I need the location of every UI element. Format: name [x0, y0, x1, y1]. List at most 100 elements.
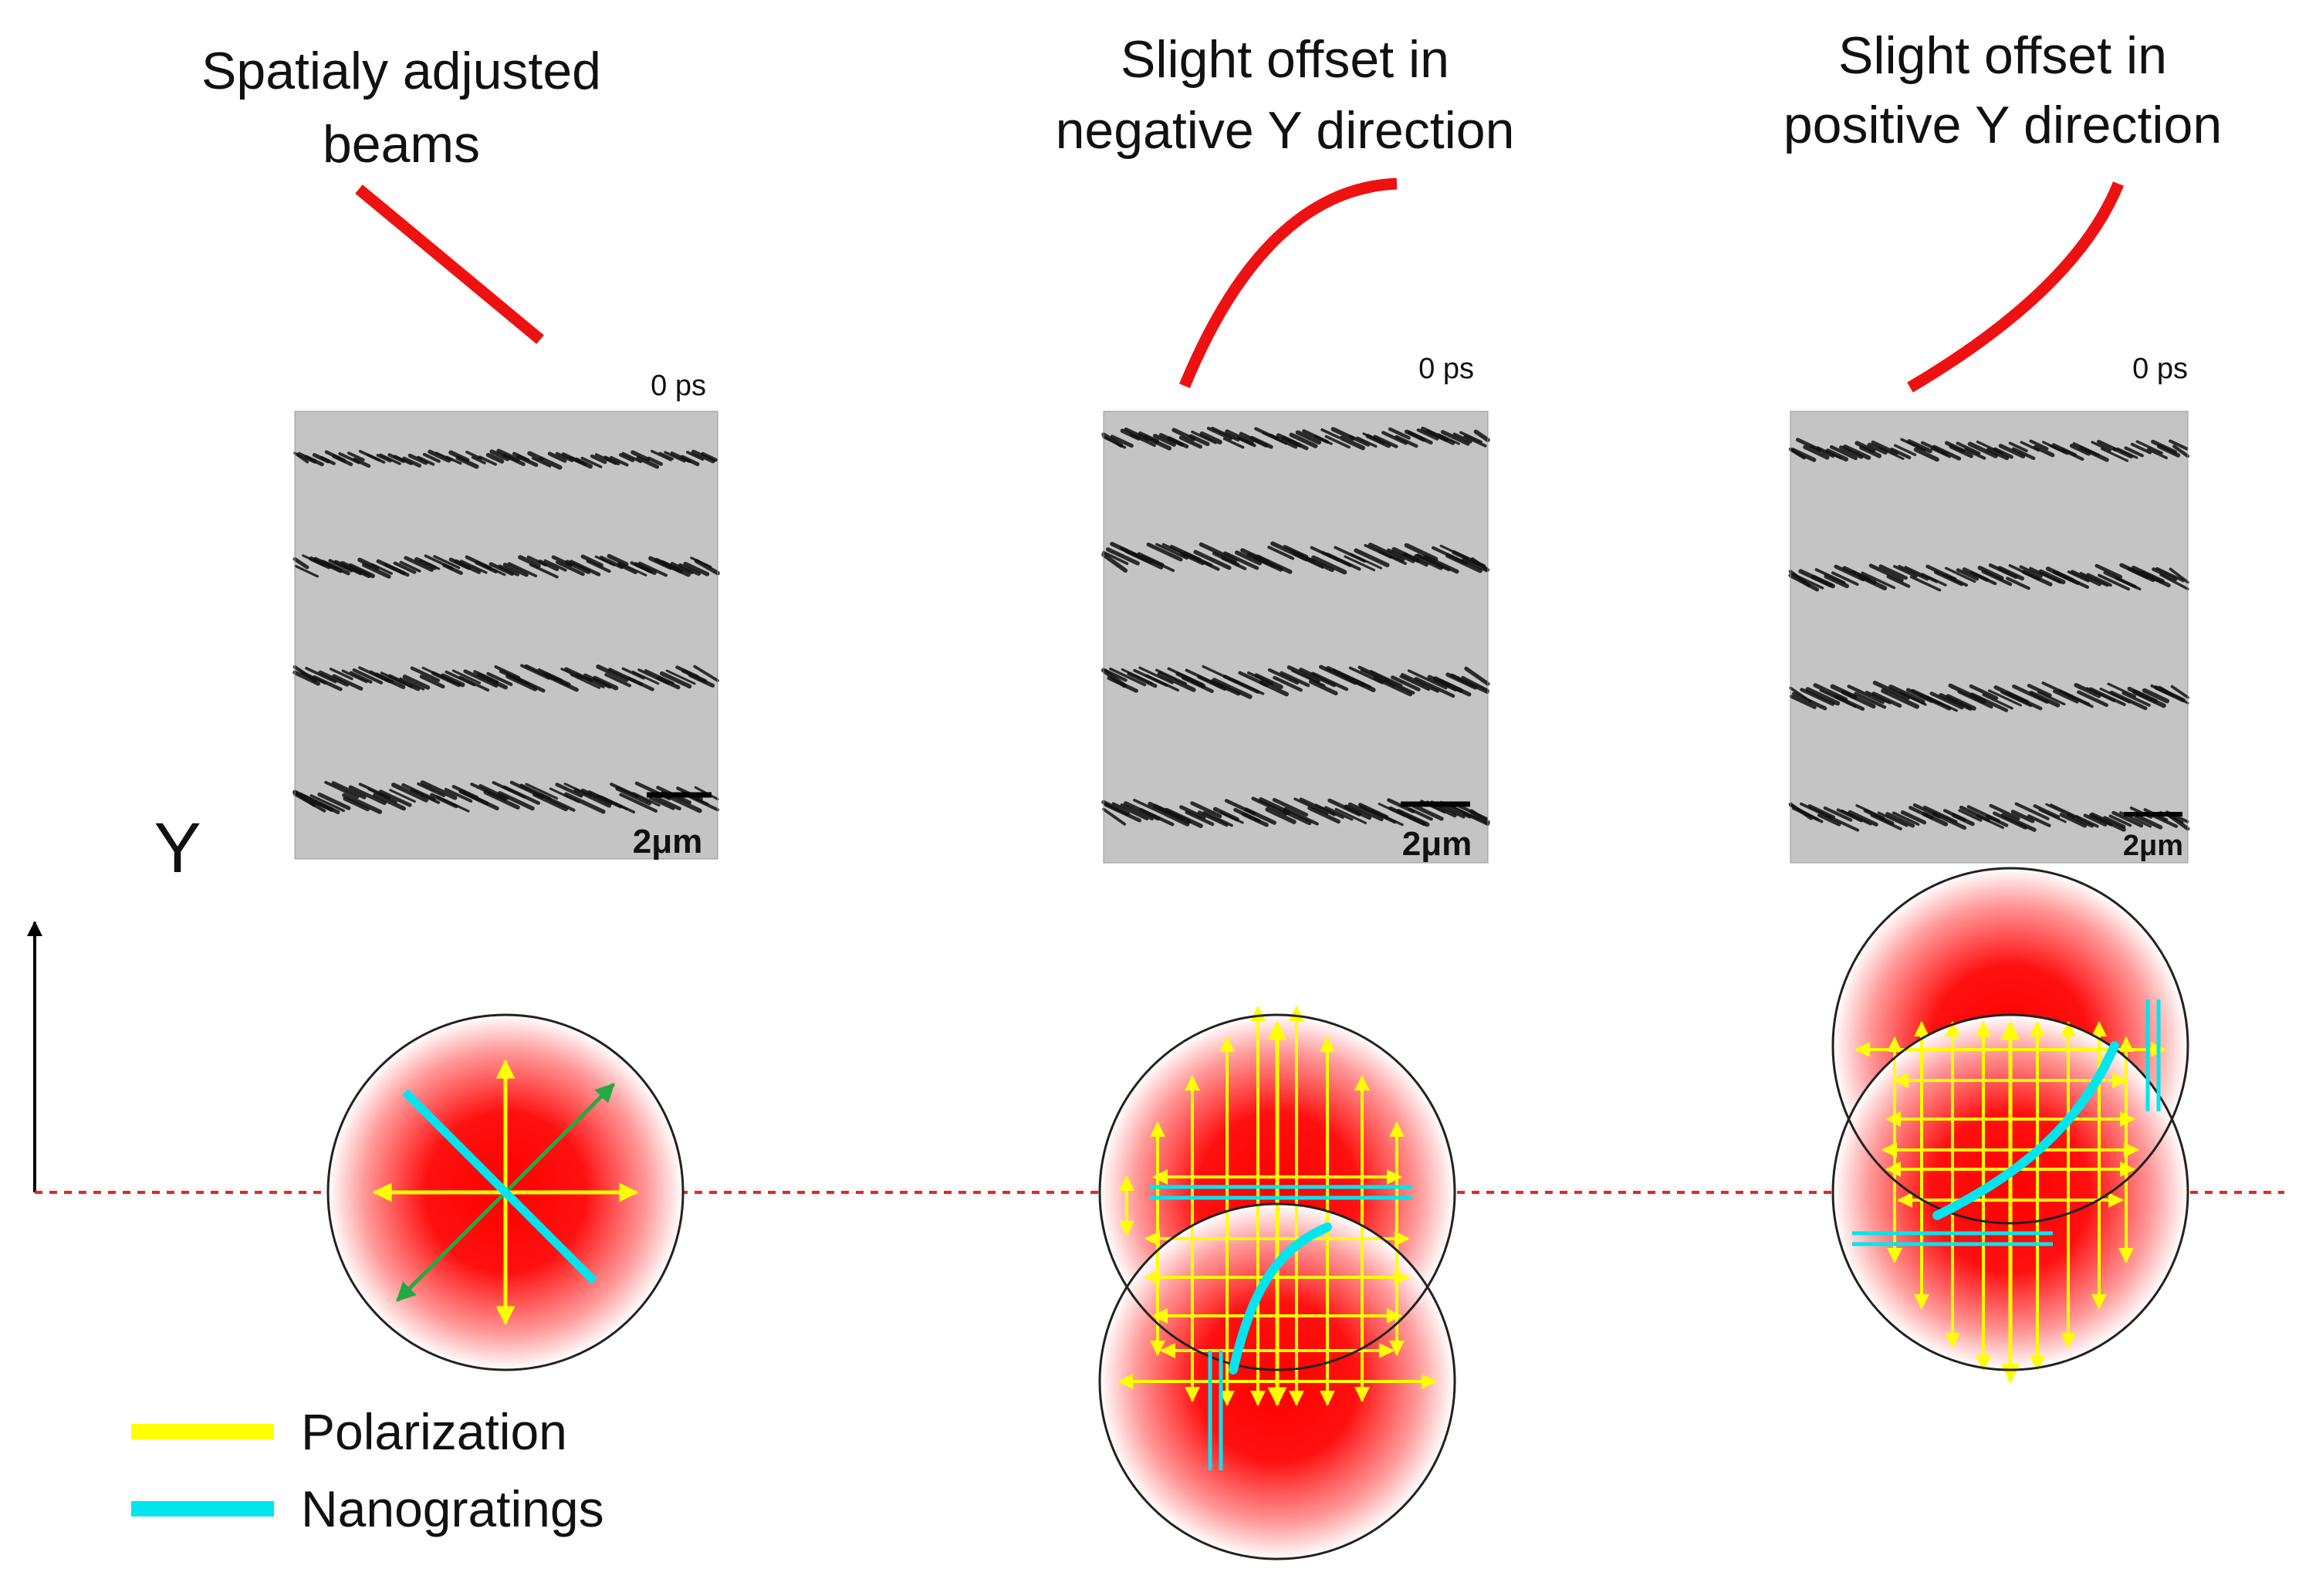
grating-stroke — [693, 664, 719, 682]
grating-stroke — [1956, 441, 1981, 455]
grating-stroke — [292, 670, 321, 686]
grating-stroke — [1925, 695, 1958, 712]
grating-stroke — [1234, 550, 1263, 566]
grating-stroke — [2158, 685, 2189, 705]
grating-stroke — [1313, 435, 1333, 445]
grating-stroke — [373, 793, 407, 811]
grating-stroke — [1197, 810, 1229, 827]
grating-stroke — [399, 560, 421, 573]
grating-stroke — [1387, 548, 1415, 563]
grating-stroke — [376, 453, 392, 463]
grating-stroke — [1402, 552, 1428, 567]
micrograph-image-panel-3 — [1788, 411, 2190, 864]
grating-stroke — [2079, 571, 2109, 587]
grating-stroke — [2098, 573, 2130, 591]
grating-stroke — [657, 676, 681, 690]
grating-stroke — [352, 668, 384, 685]
grating-stroke — [529, 563, 559, 579]
grating-stroke — [1102, 435, 1127, 449]
grating-stroke — [2029, 691, 2061, 708]
grating-stroke — [1463, 435, 1487, 448]
grating-stroke — [649, 796, 675, 810]
grating-stroke — [531, 457, 552, 468]
grating-stroke — [2155, 566, 2185, 583]
grating-stroke — [555, 451, 574, 462]
grating-stroke — [1459, 431, 1483, 444]
grating-stroke — [309, 794, 345, 813]
grating-stroke — [505, 674, 538, 691]
grating-stroke — [1843, 444, 1871, 460]
grating-stroke — [1970, 692, 2009, 712]
grating-stroke — [1348, 435, 1371, 447]
grating-stroke — [1185, 810, 1215, 827]
grating-stroke — [1296, 552, 1334, 573]
grating-stroke — [1254, 673, 1283, 689]
micrograph-image-panel-1 — [292, 411, 720, 860]
grating-stroke — [331, 781, 367, 800]
grating-stroke — [563, 792, 606, 814]
grating-stroke — [444, 787, 473, 803]
grating-stroke — [516, 455, 539, 467]
grating-stroke — [2103, 816, 2126, 829]
caption-panel-2: Slight offset in negative Y direction — [1056, 30, 1515, 160]
grating-stroke — [497, 791, 535, 811]
grating-stroke — [621, 667, 645, 680]
grating-stroke — [1898, 691, 1927, 706]
grating-stroke — [1267, 546, 1295, 560]
nanograting-curve — [1932, 1041, 2119, 1220]
grating-stroke — [2135, 440, 2163, 455]
grating-stroke — [532, 792, 568, 812]
grating-stroke — [445, 455, 462, 465]
grating-stroke — [1445, 553, 1483, 573]
y-axis: Y — [27, 809, 201, 1192]
grating-stroke — [660, 560, 691, 577]
grating-stroke — [2169, 439, 2189, 451]
beam-diagram-panel-1 — [326, 1013, 685, 1371]
nanograting-curve — [1229, 1222, 1332, 1375]
grating-stroke — [1289, 432, 1318, 448]
grating-stroke — [502, 563, 529, 577]
caption-line: beams — [323, 115, 480, 174]
grating-stroke — [604, 673, 632, 688]
grating-stroke — [1347, 802, 1384, 822]
grating-stroke — [410, 788, 441, 804]
grating-stroke — [1825, 448, 1849, 462]
grating-stroke — [1179, 805, 1206, 820]
grating-stroke — [1907, 439, 1932, 454]
grating-stroke — [1982, 693, 2013, 710]
grating-stroke — [465, 450, 482, 461]
grating-stroke — [636, 455, 660, 469]
grating-stroke — [367, 453, 386, 464]
grating-stroke — [417, 455, 435, 466]
grating-stroke — [547, 451, 567, 463]
grating-stroke — [580, 456, 603, 468]
grating-stroke — [477, 672, 508, 690]
grating-stroke — [586, 560, 611, 573]
grating-stroke — [502, 785, 541, 805]
grating-stroke — [458, 675, 490, 692]
grating-stroke — [2146, 448, 2168, 460]
grating-stroke — [1320, 428, 1341, 439]
grating-stroke — [1977, 565, 2004, 580]
grating-stroke — [1146, 542, 1183, 562]
grating-stroke — [299, 793, 340, 815]
grating-stroke — [484, 564, 506, 577]
grating-stroke — [1416, 428, 1439, 441]
grating-stroke — [650, 449, 672, 462]
grating-stroke — [1871, 691, 1902, 708]
grating-stroke — [2060, 448, 2084, 462]
grating-stroke — [678, 563, 701, 577]
grating-stroke — [617, 563, 637, 575]
grating-stroke — [460, 560, 488, 574]
grating-stroke — [2111, 810, 2144, 828]
grating-stroke — [1256, 554, 1293, 574]
grating-stroke — [1280, 671, 1310, 688]
indicator-curve-panel-2 — [1179, 178, 1398, 388]
grating-stroke — [1102, 807, 1127, 826]
grating-stroke — [2122, 691, 2151, 707]
grating-stroke — [1969, 684, 1999, 700]
grating-stroke — [1867, 442, 1888, 455]
grating-stroke — [1969, 570, 1997, 586]
grating-stroke — [507, 562, 538, 578]
grating-stroke — [2090, 812, 2126, 832]
